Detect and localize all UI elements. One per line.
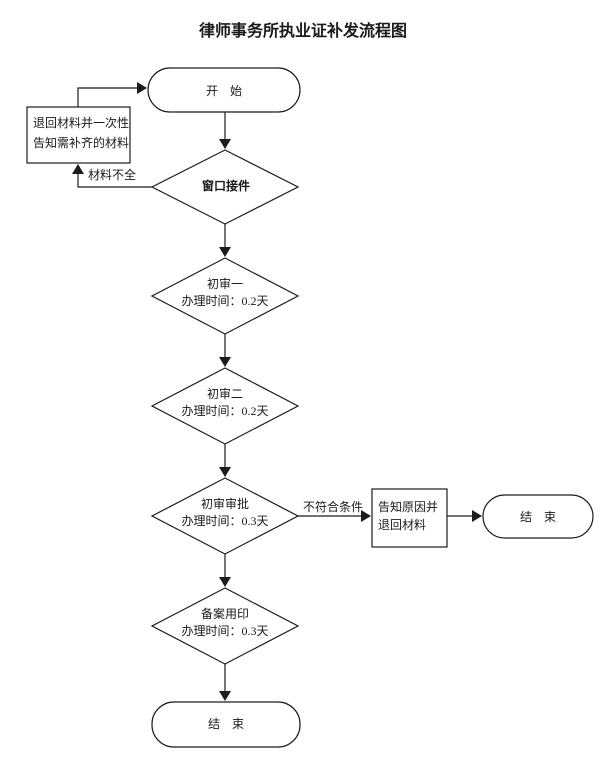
first-review-1-diamond-shape [150,257,300,335]
window-intake-label: 窗口接件 [202,178,250,193]
node-first-review-2: 初审二 办理时间：0.2天 [150,367,300,445]
node-first-review-1: 初审一 办理时间：0.2天 [150,257,300,335]
filing-seal-line2: 办理时间：0.3天 [181,623,268,638]
start-stadium-shape [147,67,301,113]
first-review-1-line1: 初审一 [207,276,243,291]
end-bottom-label: 结 束 [208,717,244,731]
first-review-2-line2: 办理时间：0.2天 [181,403,268,418]
first-review-2-line1: 初审二 [207,386,243,401]
edge-returnbox-to-start [77,82,147,107]
node-return-materials: 退回材料并一次性 告知需补齐的材料 [26,106,131,164]
initial-approval-line2: 办理时间：0.3天 [181,513,268,528]
notify-return-line2: 退回材料 [378,518,426,532]
node-end-bottom: 结 束 [151,701,301,748]
return-materials-box-shape [26,106,131,164]
initial-approval-line1: 初审审批 [201,496,249,511]
notify-return-line1: 告知原因并 [378,500,438,514]
node-end-right: 结 束 [482,494,594,539]
node-window-intake: 窗口接件 [150,149,300,225]
first-review-1-line2: 办理时间：0.2天 [181,293,268,308]
edge-label-materials-incomplete: 材料不全 [88,167,136,182]
node-notify-return: 告知原因并 退回材料 [371,488,448,548]
initial-approval-diamond-shape [150,477,300,555]
filing-seal-diamond-shape [150,587,300,665]
node-initial-approval: 初审审批 办理时间：0.3天 [150,477,300,555]
return-materials-line1: 退回材料并一次性 [33,116,129,130]
first-review-2-diamond-shape [150,367,300,445]
edge-window-intake-to-returnbox [72,164,152,188]
return-materials-line2: 告知需补齐的材料 [33,135,129,150]
page-title: 律师事务所执业证补发流程图 [199,21,407,40]
notify-return-box-shape [371,488,448,548]
node-filing-seal: 备案用印 办理时间：0.3天 [150,587,300,665]
edge-label-not-meet-conditions: 不符合条件 [303,499,363,514]
end-right-stadium-shape [482,494,594,539]
end-bottom-stadium-shape [151,701,301,748]
window-intake-diamond-shape [150,149,300,225]
end-right-label: 结 束 [520,510,556,524]
filing-seal-line1: 备案用印 [201,606,249,621]
node-start: 开 始 [147,67,301,113]
start-label: 开 始 [206,84,242,98]
